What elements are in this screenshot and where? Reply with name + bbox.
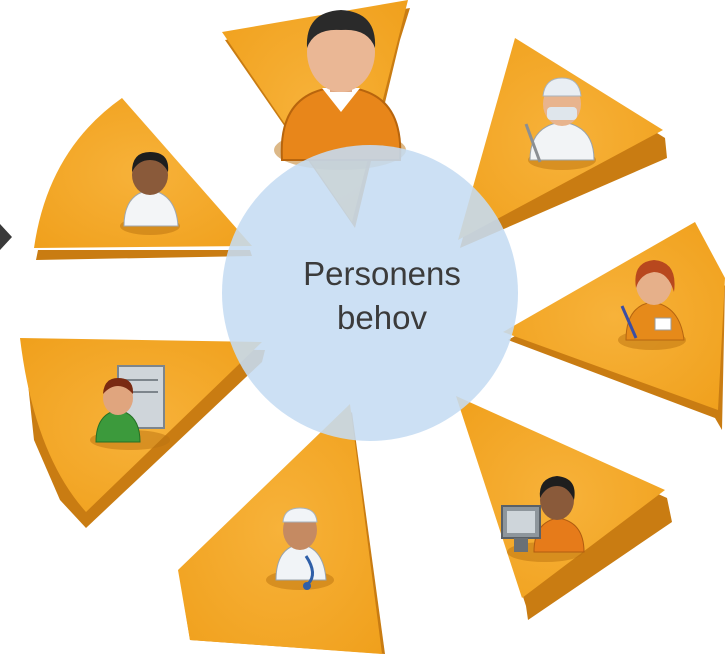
- segment-right: [503, 222, 725, 430]
- person-server-icon: [90, 365, 170, 450]
- center-label-line2: behov: [337, 299, 427, 336]
- arrow-right-icon: [0, 224, 12, 250]
- center-label: Personens behov: [262, 252, 502, 340]
- segment-bottom: [178, 404, 385, 654]
- person-white-shirt-icon: [120, 152, 180, 235]
- segment-top-right: [458, 38, 667, 248]
- doctor-stethoscope-icon: [266, 507, 334, 590]
- segment-top-left: [34, 98, 252, 260]
- center-circle: [222, 145, 518, 441]
- surgeon-icon: [524, 77, 596, 170]
- segment-bottom-right: [456, 396, 672, 620]
- nurse-with-pen-icon: [618, 260, 686, 350]
- segment-left: [20, 338, 265, 528]
- center-label-line1: Personens: [303, 255, 461, 292]
- office-worker-computer-icon: [501, 476, 585, 562]
